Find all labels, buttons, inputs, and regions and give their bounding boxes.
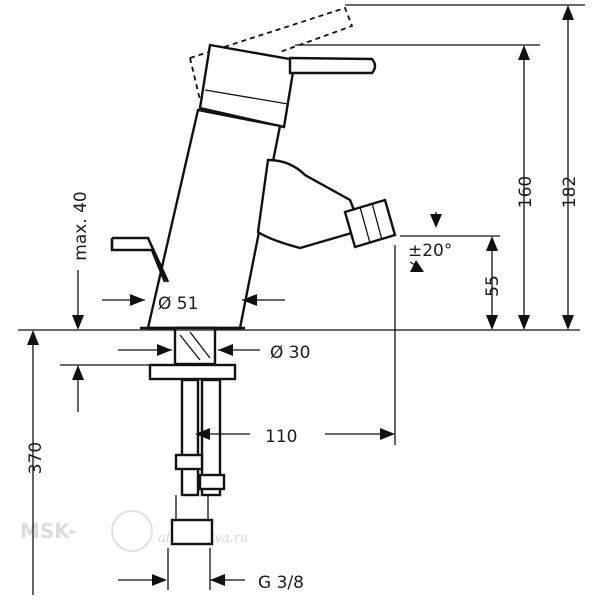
label-spout-height: 55 [483, 275, 503, 297]
label-handle-height: 160 [516, 176, 536, 208]
faucet-body [110, 6, 397, 546]
watermark: MSK- alternativa.ru [20, 510, 248, 552]
label-swivel: ±20° [408, 241, 452, 261]
label-total-height: 182 [560, 176, 580, 208]
watermark-brand: MSK- [20, 519, 76, 543]
mounting-plate [148, 363, 237, 381]
shank [173, 326, 217, 366]
popup-rod [110, 236, 170, 283]
watermark-logo-icon [111, 510, 153, 552]
lever-alt-position [189, 6, 354, 101]
connection-nut [170, 518, 214, 546]
label-popup-max: max. 40 [71, 191, 91, 260]
dimension-lines [18, 4, 585, 595]
label-connection: G 3/8 [258, 573, 304, 593]
hose-left [180, 378, 200, 497]
handle-cartridge [198, 43, 297, 129]
label-depth: 370 [26, 442, 46, 474]
label-body-diameter: Ø 51 [158, 294, 198, 314]
dimension-labels: Ø 51 Ø 30 110 ±20° G 3/8 370 max. 40 55 … [26, 176, 580, 593]
spout [256, 158, 364, 250]
label-spout-reach: 110 [265, 427, 297, 447]
lever [288, 56, 377, 75]
hose-right [200, 378, 222, 497]
label-shank-diameter: Ø 30 [270, 343, 310, 363]
